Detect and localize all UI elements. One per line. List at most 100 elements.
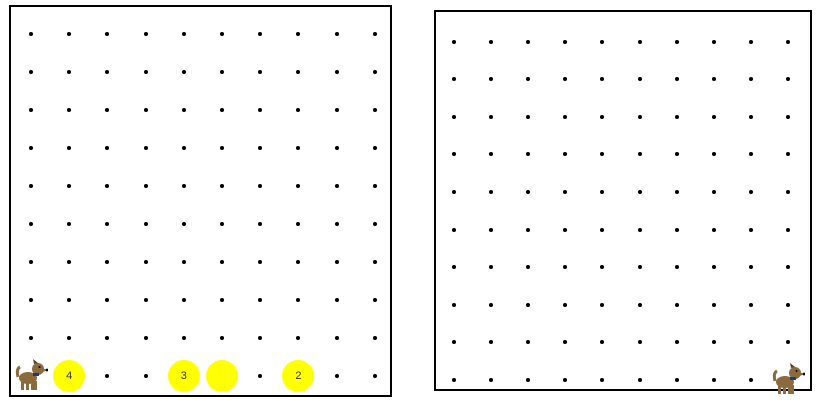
grid-corner-dot bbox=[334, 146, 339, 150]
grid-corner-dot bbox=[334, 108, 339, 112]
grid-corner-dot bbox=[181, 146, 186, 150]
grid-corner-dot bbox=[220, 298, 224, 302]
grid-corner-dot bbox=[748, 152, 753, 157]
grid-corner-dot bbox=[105, 222, 110, 226]
grid-corner-dot bbox=[526, 77, 531, 82]
grid-corner-dot bbox=[105, 146, 110, 150]
grid-corner-dot bbox=[748, 227, 753, 232]
grid-corner-dot bbox=[489, 39, 494, 44]
grid-corner-dot bbox=[674, 340, 679, 345]
grid-corner-dot bbox=[372, 184, 377, 188]
grid-corner-dot bbox=[563, 340, 568, 345]
grid-corner-dot bbox=[181, 336, 186, 340]
grid-corner-dot bbox=[674, 39, 679, 44]
beeper bbox=[206, 360, 238, 392]
grid-corner-dot bbox=[489, 265, 494, 270]
grid-corner-dot bbox=[785, 302, 790, 307]
grid-corner-dot bbox=[181, 260, 186, 264]
grid-corner-dot bbox=[489, 302, 494, 307]
grid-corner-dot bbox=[258, 336, 263, 340]
grid-corner-dot bbox=[29, 184, 33, 188]
grid-corner-dot bbox=[526, 340, 531, 345]
grid-corner-dot bbox=[143, 260, 148, 264]
grid-corner-dot bbox=[181, 32, 186, 36]
grid-corner-dot bbox=[29, 222, 33, 226]
grid-corner-dot bbox=[674, 378, 679, 382]
grid-corner-dot bbox=[489, 152, 494, 157]
grid-corner-dot bbox=[489, 114, 494, 119]
grid-corner-dot bbox=[258, 70, 263, 74]
grid-corner-dot bbox=[143, 374, 148, 378]
grid-corner-dot bbox=[526, 152, 531, 157]
grid-corner-dot bbox=[637, 77, 642, 82]
grid-corner-dot bbox=[220, 146, 224, 150]
grid-corner-dot bbox=[748, 265, 753, 270]
grid-corner-dot bbox=[748, 114, 753, 119]
grid-corner-dot bbox=[181, 184, 186, 188]
grid-corner-dot bbox=[711, 190, 716, 194]
grid-corner-dot bbox=[334, 222, 339, 226]
grid-corner-dot bbox=[452, 378, 456, 382]
grid-corner-dot bbox=[637, 340, 642, 345]
grid-corner-dot bbox=[452, 227, 456, 232]
grid-corner-dot bbox=[143, 184, 148, 188]
grid-corner-dot bbox=[105, 108, 110, 112]
grid-corner-dot bbox=[785, 227, 790, 232]
grid-corner-dot bbox=[181, 222, 186, 226]
grid-corner-dot bbox=[296, 298, 301, 302]
grid-corner-dot bbox=[489, 77, 494, 82]
grid-corner-dot bbox=[600, 114, 605, 119]
grid-corner-dot bbox=[220, 32, 224, 36]
grid-corner-dot bbox=[563, 302, 568, 307]
grid-corner-dot bbox=[258, 222, 263, 226]
grid-corner-dot bbox=[711, 378, 716, 382]
grid-corner-dot bbox=[600, 77, 605, 82]
grid-corner-dot bbox=[674, 190, 679, 194]
grid-corner-dot bbox=[105, 374, 110, 378]
grid-corner-dot bbox=[452, 190, 456, 194]
grid-corner-dot bbox=[526, 227, 531, 232]
grid-corner-dot bbox=[105, 336, 110, 340]
grid-corner-dot bbox=[489, 190, 494, 194]
grid-corner-dot bbox=[563, 152, 568, 157]
beeper: 3 bbox=[167, 360, 200, 392]
grid-corner-dot bbox=[563, 265, 568, 270]
grid-corner-dot bbox=[29, 298, 33, 302]
grid-corner-dot bbox=[600, 265, 605, 270]
grid-corner-dot bbox=[526, 114, 531, 119]
grid-corner-dot bbox=[637, 152, 642, 157]
grid-corner-dot bbox=[372, 222, 377, 226]
grid-corner-dot bbox=[258, 260, 263, 264]
grid-corner-dot bbox=[711, 152, 716, 157]
grid-corner-dot bbox=[296, 70, 301, 74]
grid-corner-dot bbox=[372, 108, 377, 112]
grid-corner-dot bbox=[143, 32, 148, 36]
grid-corner-dot bbox=[785, 39, 790, 44]
grid-corner-dot bbox=[67, 336, 72, 340]
grid-corner-dot bbox=[526, 378, 531, 382]
grid-corner-dot bbox=[563, 227, 568, 232]
grid-corner-dot bbox=[526, 190, 531, 194]
grid-corner-dot bbox=[711, 114, 716, 119]
grid-corner-dot bbox=[452, 39, 456, 44]
grid-corner-dot bbox=[296, 184, 301, 188]
grid-corner-dot bbox=[748, 378, 753, 382]
grid-corner-dot bbox=[489, 378, 494, 382]
grid-corner-dot bbox=[220, 184, 224, 188]
grid-corner-dot bbox=[220, 260, 224, 264]
grid-corner-dot bbox=[67, 108, 72, 112]
grid-corner-dot bbox=[674, 152, 679, 157]
grid-corner-dot bbox=[29, 260, 33, 264]
grid-corner-dot bbox=[372, 298, 377, 302]
grid-corner-dot bbox=[674, 77, 679, 82]
grid-corner-dot bbox=[785, 190, 790, 194]
grid-corner-dot bbox=[711, 39, 716, 44]
grid-corner-dot bbox=[29, 336, 33, 340]
grid-corner-dot bbox=[600, 190, 605, 194]
grid-corner-dot bbox=[334, 184, 339, 188]
grid-corner-dot bbox=[67, 222, 72, 226]
grid-corner-dot bbox=[372, 32, 377, 36]
grid-corner-dot bbox=[372, 260, 377, 264]
grid-corner-dot bbox=[600, 152, 605, 157]
grid-corner-dot bbox=[105, 260, 110, 264]
